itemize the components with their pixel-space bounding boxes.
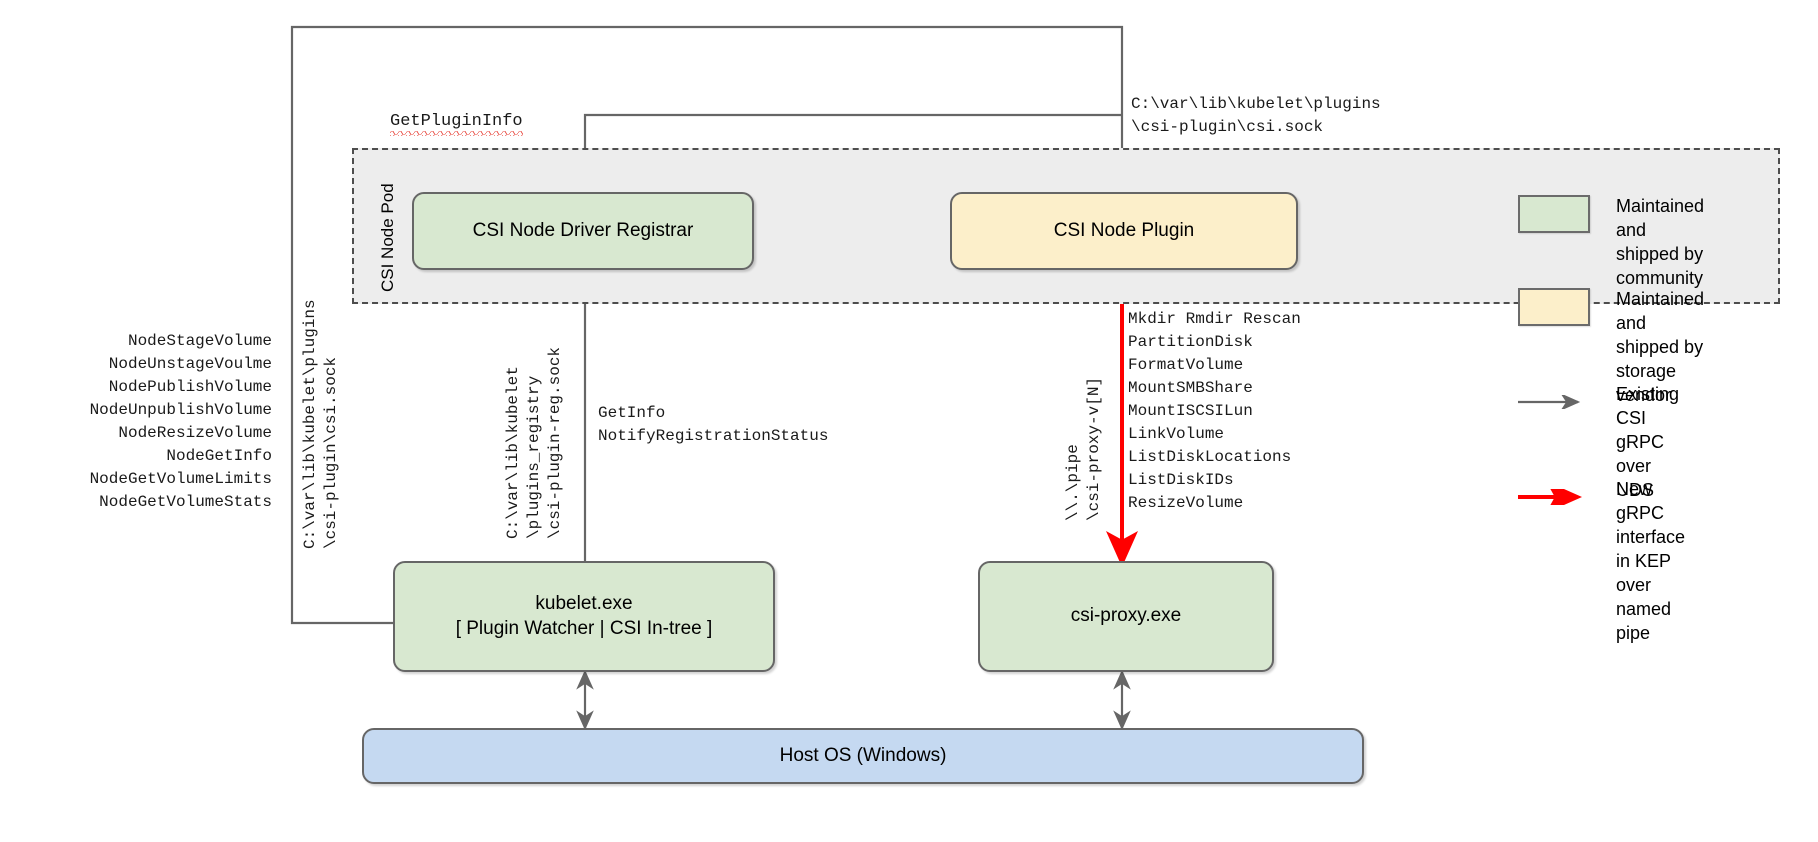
legend-item-new-grpc: New gRPC interface in KEP over named pip… [1518,478,1685,646]
get-plugin-info-text: GetPluginInfo [390,112,523,136]
node-label: csi-proxy.exe [1070,605,1182,627]
legend-label: Existing CSI gRPC over UDS [1616,384,1680,500]
label-get-plugin-info: GetPluginInfo [390,112,523,131]
legend-label: Maintained and shipped by community [1616,196,1705,288]
csi-node-pod-label: CSI Node Pod [378,183,397,292]
legend-swatch-green [1518,195,1590,233]
legend-label: New gRPC interface in KEP over named pip… [1616,479,1686,643]
node-label: CSI Node Plugin [1053,219,1195,241]
node-label: Host OS (Windows) [779,744,947,766]
kubelet-label-line2: [ Plugin Watcher | CSI In-tree ] [455,617,713,639]
legend-item-community: Maintained and shipped by community [1518,195,1704,291]
legend-item-storage-vendor: Maintained and shipped by storage vendor [1518,288,1704,408]
legend-swatch-yellow [1518,288,1590,326]
legend-item-existing-grpc: Existing CSI gRPC over UDS [1518,383,1679,503]
node-host-os[interactable]: Host OS (Windows) [362,728,1364,784]
kubelet-label-line1: kubelet.exe [535,593,633,615]
label-plugin-socket-path: C:\var\lib\kubelet\plugins \csi-plugin\c… [1131,95,1381,137]
node-csi-proxy-exe[interactable]: csi-proxy.exe [978,561,1274,672]
label-proxy-api-list: Mkdir Rmdir Rescan PartitionDisk FormatV… [1128,310,1301,513]
label-csi-socket-vertical: C:\var\lib\kubelet\plugins \csi-plugin\c… [301,299,341,549]
label-node-rpc-list: NodeStageVolume NodeUnstageVoulme NodePu… [89,332,272,512]
node-kubelet-exe[interactable]: kubelet.exe [ Plugin Watcher | CSI In-tr… [393,561,775,672]
edge-kubelet-to-node-plugin [290,25,1131,625]
node-csi-node-driver-registrar[interactable]: CSI Node Driver Registrar [412,192,754,270]
legend-arrow-red [1518,478,1590,516]
node-label: CSI Node Driver Registrar [472,219,694,241]
legend-label: Maintained and shipped by storage vendor [1616,289,1705,405]
label-registry-socket-vertical: C:\var\lib\kubelet \plugins_registry \cs… [504,346,565,539]
label-registration-calls: GetInfo NotifyRegistrationStatus [598,404,829,446]
legend-arrow-gray [1518,383,1590,421]
node-csi-node-plugin[interactable]: CSI Node Plugin [950,192,1298,270]
label-named-pipe-vertical: \\.\pipe \csi-proxy-v[N] [1064,376,1104,521]
